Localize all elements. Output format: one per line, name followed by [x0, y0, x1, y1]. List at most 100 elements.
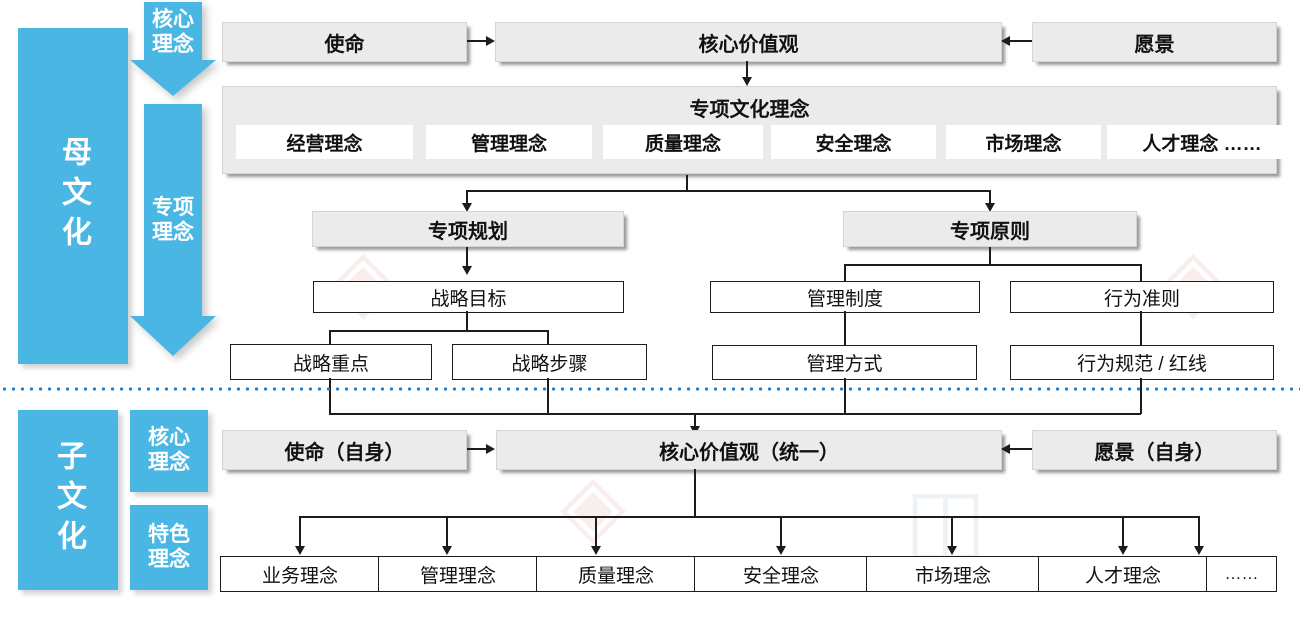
child-core-values-label: 核心价值观（统一）	[659, 441, 839, 464]
strategy-goal-box[interactable]: 战略目标	[313, 281, 624, 313]
arrowhead-child-mission-to-core	[486, 444, 495, 454]
connector-child-core-stem	[694, 469, 697, 517]
child-vision-label: 愿景（自身）	[1094, 441, 1215, 464]
strategy-steps-box[interactable]: 战略步骤	[452, 344, 647, 380]
special-culture-chip-2[interactable]: 管理理念	[426, 125, 592, 159]
mgmt-method-label: 管理方式	[806, 354, 883, 375]
arrowhead-child-drop-2	[442, 546, 452, 555]
connector-focus-tail	[329, 378, 331, 414]
special-principle-box[interactable]: 专项原则	[843, 211, 1137, 247]
connector-child-mission-to-core	[467, 448, 489, 450]
parent-culture-band: 母文化	[18, 28, 128, 364]
child-chip-2-label: 管理理念	[419, 565, 496, 587]
mgmt-system-label: 管理制度	[806, 288, 883, 310]
strategy-steps-label: 战略步骤	[511, 353, 588, 375]
connector-child-drop-6	[1122, 516, 1124, 549]
special-culture-chip-5[interactable]: 市场理念	[946, 125, 1101, 159]
special-culture-chip-2-label: 管理理念	[470, 133, 547, 155]
connector-goal-bus	[329, 330, 548, 332]
mgmt-system-box[interactable]: 管理制度	[710, 281, 980, 313]
arrowhead-mission-to-core	[486, 36, 495, 46]
child-chip-4[interactable]: 安全理念	[694, 556, 868, 592]
special-culture-chip-1[interactable]: 经营理念	[236, 125, 413, 159]
child-mission-box[interactable]: 使命（自身）	[222, 430, 467, 470]
special-culture-chip-3[interactable]: 质量理念	[603, 125, 763, 159]
special-culture-chip-4[interactable]: 安全理念	[771, 125, 936, 159]
special-plan-box[interactable]: 专项规划	[312, 211, 624, 247]
special-culture-chip-6-label: 人才理念 ……	[1142, 133, 1262, 155]
child-core-idea-line1: 核心	[148, 426, 190, 450]
arrowhead-child-drop-7	[1194, 546, 1204, 555]
conduct-rules-box[interactable]: 行为准则	[1010, 281, 1274, 313]
child-chip-6[interactable]: 人才理念	[1038, 556, 1208, 592]
child-culture-band: 子文化	[18, 410, 118, 590]
child-chip-7[interactable]: ……	[1206, 556, 1277, 592]
child-culture-band-label: 子文化	[52, 440, 85, 560]
child-chip-7-label: ……	[1224, 564, 1259, 583]
special-idea-arrow: 专项 理念	[130, 104, 216, 356]
connector-plan-to-goal	[466, 247, 468, 269]
connector-child-drop-7	[1198, 516, 1200, 549]
special-culture-chip-1-label: 经营理念	[286, 133, 363, 155]
connector-mission-to-core	[467, 40, 489, 42]
special-culture-chip-6[interactable]: 人才理念 ……	[1107, 125, 1297, 159]
child-feature-idea-label: 特色 理念	[130, 505, 208, 590]
parent-vision-box[interactable]: 愿景	[1032, 22, 1277, 62]
core-idea-arrow: 核心 理念	[130, 2, 216, 96]
connector-merge-bus	[329, 413, 1141, 415]
conduct-norms-label: 行为规范 / 红线	[1077, 354, 1207, 375]
child-chip-1[interactable]: 业务理念	[220, 556, 380, 592]
child-core-values-box[interactable]: 核心价值观（统一）	[496, 430, 1002, 470]
connector-to-special-principle	[989, 190, 991, 206]
strategy-focus-label: 战略重点	[292, 353, 369, 375]
parent-core-values-box[interactable]: 核心价值观	[495, 22, 1002, 62]
conduct-norms-box[interactable]: 行为规范 / 红线	[1010, 345, 1274, 380]
child-chip-6-label: 人才理念	[1084, 565, 1161, 587]
parent-culture-band-label: 母文化	[57, 136, 90, 256]
arrowhead-vision-to-core	[1001, 36, 1010, 46]
child-chip-3-label: 质量理念	[577, 565, 654, 587]
special-culture-title: 专项文化理念	[689, 99, 810, 121]
connector-child-drop-1	[299, 516, 301, 549]
connector-mgmt-to-method	[844, 311, 846, 345]
watermark: ◈	[560, 457, 627, 553]
connector-child-drop-3	[595, 516, 597, 549]
child-chip-1-label: 业务理念	[261, 565, 338, 587]
arrowhead-child-vision-to-core	[1001, 444, 1010, 454]
connector-child-drop-5	[951, 516, 953, 549]
child-chip-2[interactable]: 管理理念	[378, 556, 538, 592]
mgmt-method-box[interactable]: 管理方式	[712, 345, 977, 380]
child-core-idea-label: 核心 理念	[130, 410, 208, 492]
arrowhead-to-special-plan	[462, 203, 472, 212]
arrowhead-child-drop-3	[591, 546, 601, 555]
child-mission-label: 使命（自身）	[284, 441, 405, 464]
arrowhead-child-drop-5	[947, 546, 957, 555]
child-chip-5[interactable]: 市场理念	[866, 556, 1040, 592]
strategy-focus-box[interactable]: 战略重点	[230, 344, 432, 380]
connector-steps-tail	[547, 378, 549, 414]
connector-vision-to-core	[1010, 40, 1032, 42]
parent-core-values-label: 核心价值观	[698, 33, 799, 56]
connector-container-bus	[466, 190, 991, 192]
section-divider	[0, 387, 1300, 391]
connector-conduct-to-norms	[1140, 311, 1142, 345]
connector-merge-stem	[694, 413, 697, 429]
strategy-goal-label: 战略目标	[430, 288, 507, 310]
arrowhead-to-special-principle	[985, 203, 995, 212]
child-vision-box[interactable]: 愿景（自身）	[1032, 430, 1277, 470]
parent-vision-label: 愿景	[1134, 33, 1175, 56]
special-culture-chip-5-label: 市场理念	[985, 133, 1062, 155]
child-chip-3[interactable]: 质量理念	[536, 556, 696, 592]
special-plan-label: 专项规划	[428, 220, 508, 243]
parent-mission-box[interactable]: 使命	[222, 22, 467, 62]
special-culture-chip-4-label: 安全理念	[815, 133, 892, 155]
arrowhead-child-drop-4	[776, 546, 786, 555]
connector-principle-to-conduct	[1140, 264, 1142, 282]
arrowhead-child-drop-1	[295, 546, 305, 555]
connector-norms-tail	[1140, 378, 1142, 414]
connector-to-special-plan	[466, 190, 468, 206]
child-feature-idea-line1: 特色	[148, 522, 190, 546]
watermark: ◫	[905, 472, 987, 568]
special-culture-container: 专项文化理念 经营理念 管理理念 质量理念 安全理念 市场理念 人才理念 ……	[222, 86, 1297, 174]
special-culture-chip-3-label: 质量理念	[644, 133, 721, 155]
